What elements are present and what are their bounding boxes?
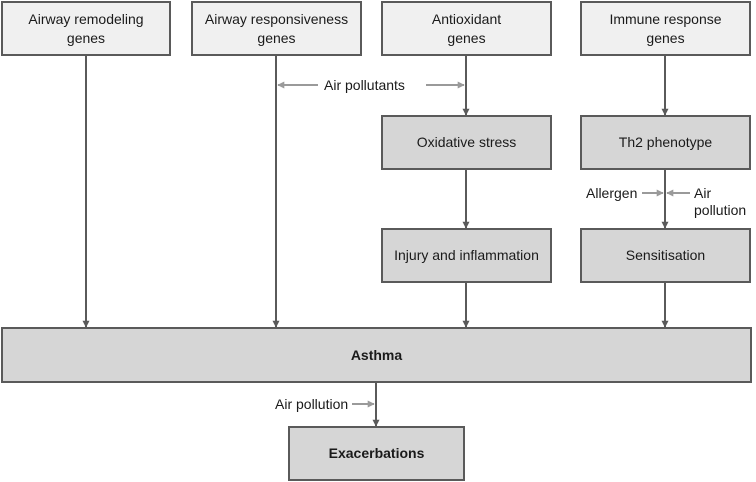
air-pollution-side-label: Air pollution [694, 185, 747, 218]
asthma-label: Asthma [350, 346, 403, 363]
airway-remodeling-genes-label: Airway remodeling genes [28, 10, 144, 46]
sensitisation-label: Sensitisation [625, 247, 706, 263]
antioxidant-genes-box: Antioxidant genes [381, 1, 552, 56]
antioxidant-genes-label: Antioxidant genes [431, 10, 502, 46]
airway-responsiveness-genes-label: Airway responsiveness genes [204, 10, 349, 46]
th2-phenotype-box: Th2 phenotype [580, 115, 751, 170]
air-pollution-bottom-label: Air pollution [275, 396, 349, 412]
airway-remodeling-genes-box: Airway remodeling genes [1, 1, 171, 56]
immune-response-genes-box: Immune response genes [580, 1, 751, 56]
airway-responsiveness-genes-box: Airway responsiveness genes [191, 1, 362, 56]
oxidative-stress-box: Oxidative stress [381, 115, 552, 170]
asthma-box: Asthma [1, 327, 752, 383]
th2-phenotype-label: Th2 phenotype [618, 134, 713, 150]
sensitisation-box: Sensitisation [580, 228, 751, 283]
exacerbations-box: Exacerbations [288, 426, 465, 481]
oxidative-stress-label: Oxidative stress [416, 134, 517, 150]
exacerbations-label: Exacerbations [328, 445, 425, 461]
injury-inflammation-box: Injury and inflammation [381, 228, 552, 283]
injury-inflammation-label: Injury and inflammation [394, 247, 539, 263]
air-pollutants-label: Air pollutants [324, 77, 405, 93]
immune-response-genes-label: Immune response genes [609, 10, 722, 46]
allergen-label: Allergen [586, 185, 638, 201]
